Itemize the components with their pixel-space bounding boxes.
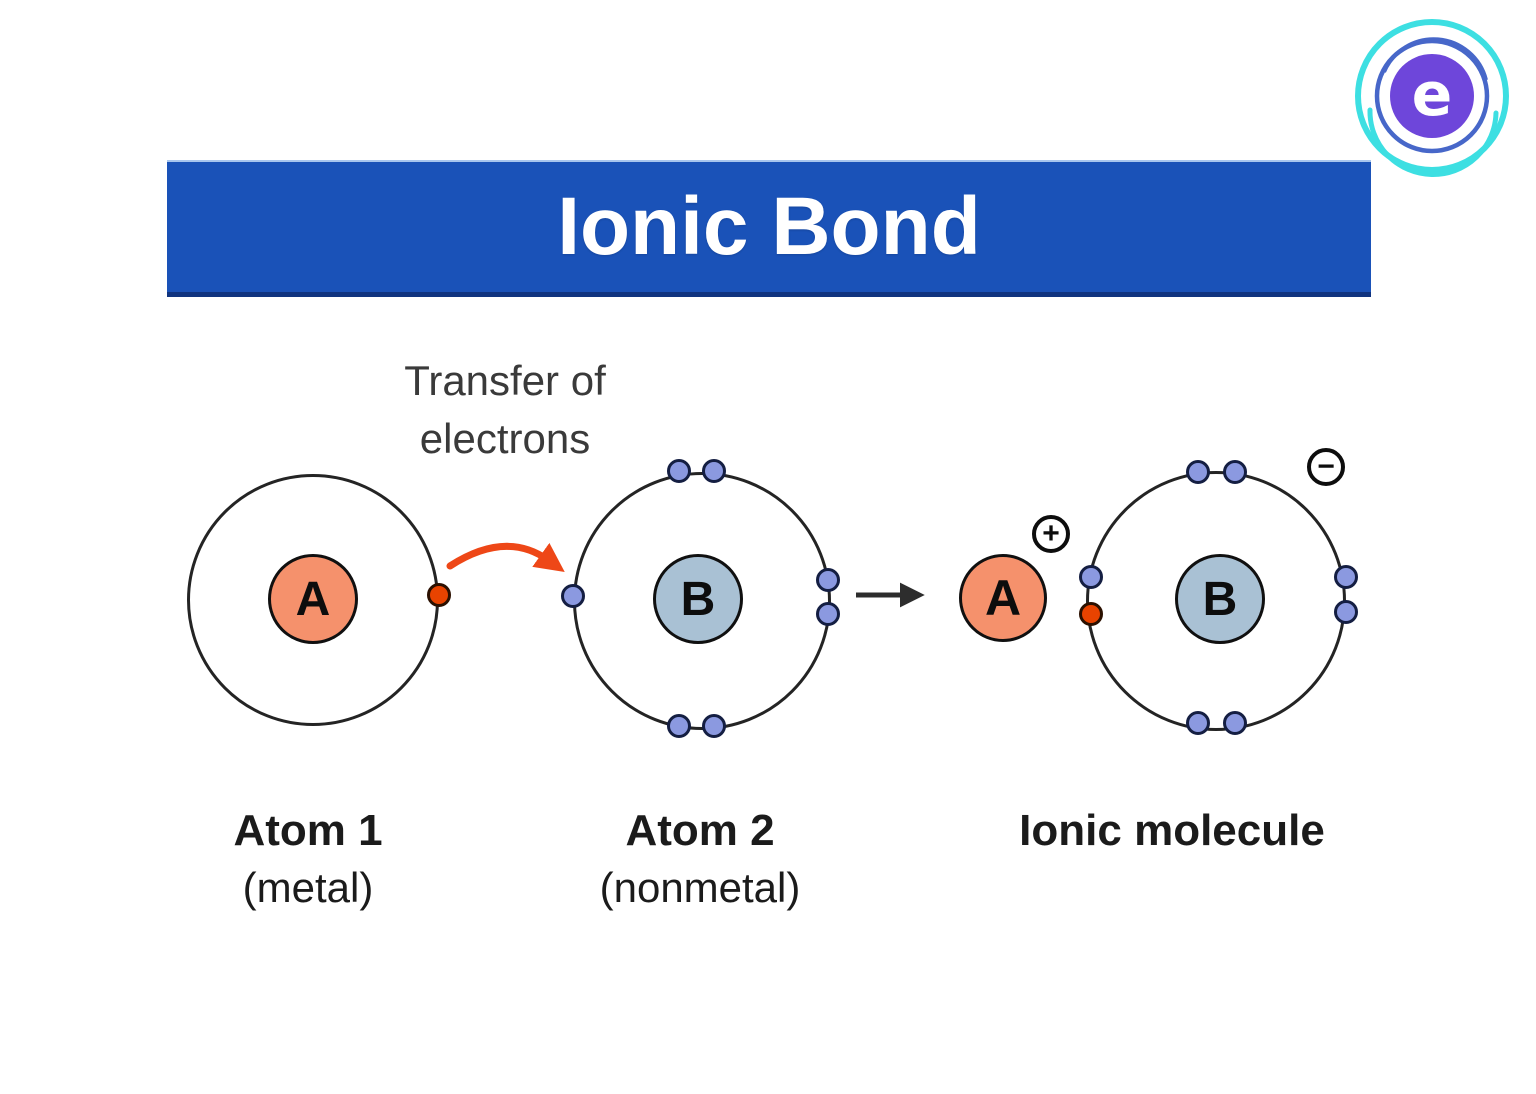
- anion-b-nucleus: B: [1175, 554, 1265, 644]
- atom2-nucleus-label: B: [680, 572, 716, 626]
- anion-electron: [1223, 460, 1247, 484]
- atom1-caption: Atom 1 (metal): [183, 806, 433, 913]
- embibe-logo-icon: e: [1355, 19, 1509, 177]
- anion-electron: [1079, 565, 1103, 589]
- transfer-label: Transfer of electrons: [360, 352, 650, 468]
- logo-inner-arc: [1382, 37, 1488, 81]
- anion-electron: [1334, 565, 1358, 589]
- atom1-nucleus-label: A: [295, 572, 331, 626]
- atom2-electron: [816, 602, 840, 626]
- anion-electron: [1186, 711, 1210, 735]
- atom2-caption-sub: (nonmetal): [599, 863, 801, 911]
- transfer-label-line1: Transfer of: [404, 357, 606, 404]
- logo-core: [1390, 54, 1474, 138]
- atom2-electron: [561, 584, 585, 608]
- atom1-caption-sub: (metal): [242, 863, 374, 911]
- plus-charge-glyph: +: [1042, 517, 1060, 550]
- cation-a: A: [959, 554, 1047, 642]
- atom2-electron: [667, 714, 691, 738]
- plus-charge-badge: +: [1032, 515, 1070, 553]
- atom1-caption-title: Atom 1: [233, 806, 383, 855]
- atom2-electron: [667, 459, 691, 483]
- page-title: Ionic Bond: [557, 181, 981, 272]
- anion-transferred-electron: [1079, 602, 1103, 626]
- atom2-nucleus: B: [653, 554, 743, 644]
- minus-charge-badge: −: [1307, 448, 1345, 486]
- anion-electron: [1223, 711, 1247, 735]
- atom1-nucleus: A: [268, 554, 358, 644]
- atom2-caption: Atom 2 (nonmetal): [550, 806, 850, 913]
- logo-e-letter: e: [1412, 60, 1453, 130]
- atom2-caption-title: Atom 2: [625, 806, 775, 855]
- logo-outer-ring: [1355, 19, 1509, 173]
- cation-a-label: A: [984, 570, 1022, 626]
- transfer-arrow-icon: [446, 542, 565, 572]
- anion-electron: [1186, 460, 1210, 484]
- transfer-label-line2: electrons: [419, 414, 591, 462]
- atom1-valence-electron: [427, 583, 451, 607]
- anion-electron: [1334, 600, 1358, 624]
- atom2-electron: [816, 568, 840, 592]
- ionic-molecule-caption-title: Ionic molecule: [1019, 806, 1325, 855]
- atom2-electron: [702, 714, 726, 738]
- ionic-molecule-caption: Ionic molecule: [997, 806, 1347, 857]
- atom2-electron: [702, 459, 726, 483]
- title-banner: Ionic Bond: [167, 160, 1371, 297]
- reaction-arrow-icon: [856, 582, 925, 608]
- logo-spiral-arc: [1367, 107, 1499, 177]
- minus-charge-glyph: −: [1317, 450, 1335, 483]
- anion-b-nucleus-label: B: [1202, 572, 1238, 626]
